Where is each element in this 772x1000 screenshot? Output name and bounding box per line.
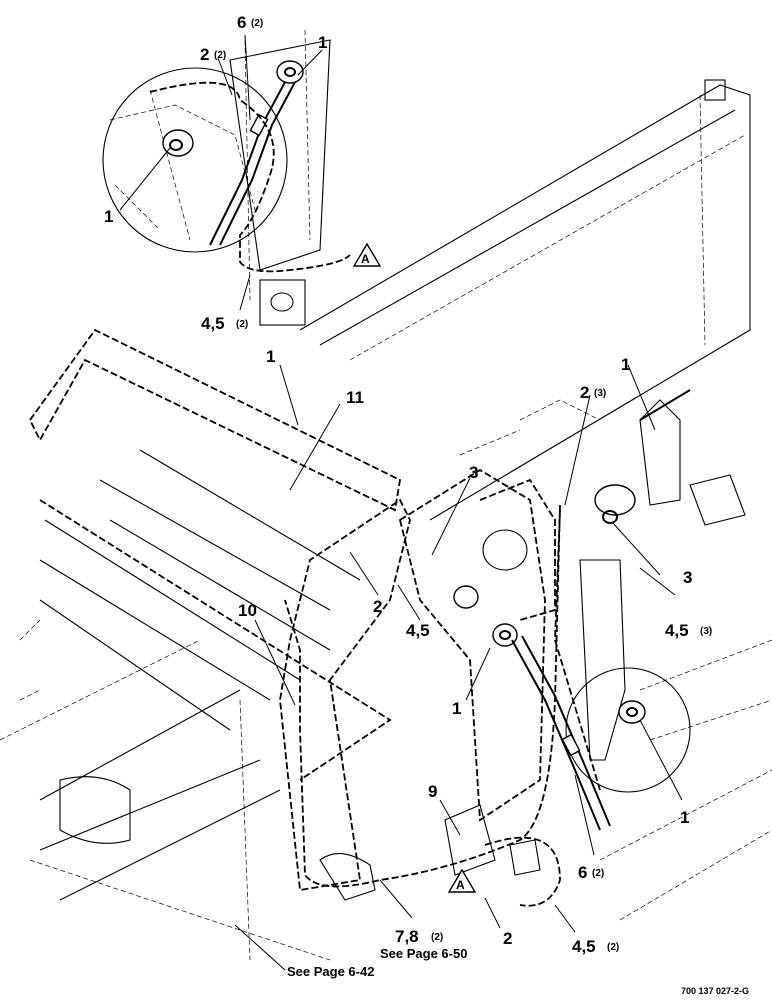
callout-6-top: 6 (237, 13, 246, 32)
see-page-6-42-ref: See Page 6-42 (287, 964, 374, 979)
callout-1-mid: 1 (266, 347, 275, 366)
callout-3-right: 3 (683, 568, 692, 587)
callout-45-bottom-qty: (2) (607, 942, 619, 953)
callout-2-right: 2 (580, 383, 589, 402)
callout-78-bottom: 7,8 (395, 927, 419, 946)
figure-number: 700 137 027-2-G (681, 986, 749, 996)
callout-9-bottom: 9 (428, 782, 437, 801)
callout-6-bottom-qty: (2) (592, 868, 604, 879)
callout-6-bottom: 6 (578, 863, 587, 882)
callout-11-mid: 11 (346, 388, 364, 407)
idler-pulley-right (618, 700, 646, 724)
callout-labels: 6 (2) 2 (2) 1 1 4,5 (2) 1 11 3 2 4,5 10 … (104, 13, 749, 996)
callout-1-top-right: 1 (318, 33, 327, 52)
callout-2-bottom: 2 (503, 929, 512, 948)
callout-2-top: 2 (200, 45, 209, 64)
callout-6-top-qty: (2) (251, 18, 263, 29)
main-assembly: A (0, 79, 772, 961)
large-hub (482, 529, 528, 571)
callout-45-right: 4,5 (665, 621, 689, 640)
detail-a-label-bottom: A (456, 878, 465, 892)
detail-circle (102, 67, 288, 253)
callout-2-top-qty: (2) (214, 50, 226, 61)
leader-lines (119, 34, 683, 971)
callout-45-bottom: 4,5 (572, 937, 596, 956)
idler-pulley-upper-right (594, 484, 636, 516)
idler-pulley-top (276, 60, 304, 84)
detail-a-triangle-icon (352, 242, 382, 267)
callout-1-right-lower: 1 (680, 808, 689, 827)
callout-45-right-qty: (3) (700, 626, 712, 637)
callout-3-mid: 3 (469, 463, 478, 482)
callout-1-mid-lower: 1 (452, 699, 461, 718)
callout-45-top: 4,5 (201, 314, 225, 333)
callout-1-right: 1 (621, 355, 630, 374)
idler-pulley-left (162, 129, 194, 157)
detail-a-triangle-icon (447, 868, 477, 893)
callout-2-right-qty: (3) (594, 388, 606, 399)
callout-2-mid: 2 (373, 597, 382, 616)
top-detail-view: A (102, 29, 382, 326)
callout-45-mid: 4,5 (406, 621, 430, 640)
callout-45-top-qty: (2) (236, 319, 248, 330)
callout-1-top-left: 1 (104, 207, 113, 226)
callout-10-mid: 10 (238, 601, 257, 620)
detail-a-label-top: A (361, 252, 370, 266)
callout-78-bottom-qty: (2) (431, 932, 443, 943)
see-page-6-50-ref: See Page 6-50 (380, 946, 467, 961)
detail-circle-right (565, 667, 691, 793)
